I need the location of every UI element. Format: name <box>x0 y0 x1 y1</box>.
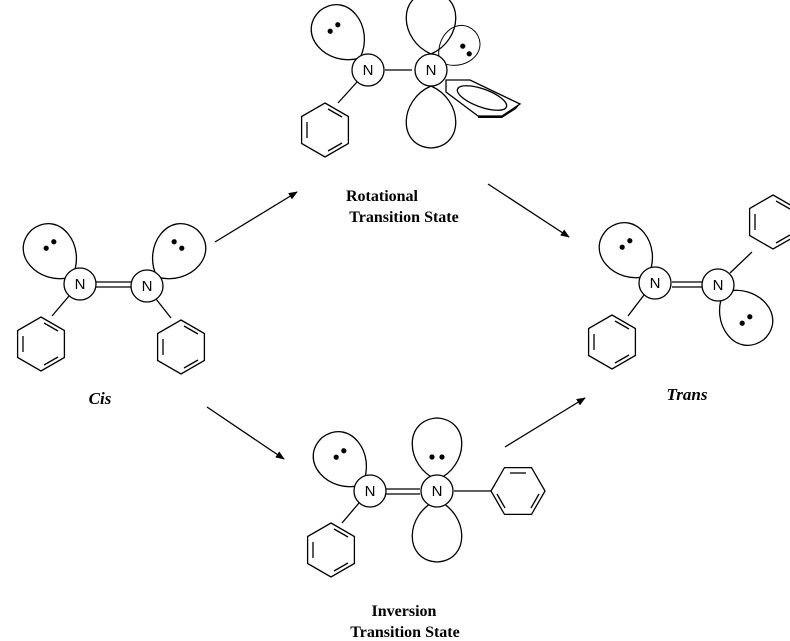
inversion-ts-label-line2: Transition State <box>350 624 459 641</box>
lone-pair-dots <box>429 454 445 460</box>
nitrogen-atom-circle <box>353 474 387 508</box>
nitrogen-atom-label: N <box>75 276 86 293</box>
p-orbital-lower <box>411 499 463 563</box>
n-phenyl-bond <box>51 295 70 317</box>
nitrogen-atom-label: N <box>363 62 374 79</box>
lone-pair-dots <box>170 238 186 252</box>
n-phenyl-bond <box>627 294 645 317</box>
lone-pair-dots <box>326 21 342 35</box>
nitrogen-atom-circle <box>63 267 97 301</box>
lone-pair-dots <box>738 313 754 327</box>
nitrogen-atom-label: N <box>432 483 443 500</box>
inversion-transition-structure: N N <box>302 417 546 578</box>
cis-label: Cis <box>89 389 112 408</box>
nitrogen-atom-label: N <box>426 62 437 79</box>
nitrogen-atom-circle <box>130 269 164 303</box>
lone-pair-dots <box>459 42 473 58</box>
phenyl-ring-perspective <box>445 79 522 118</box>
nitrogen-atom-label: N <box>650 275 661 292</box>
lone-pair-dots <box>618 237 634 251</box>
rotational-ts-label-line1: Rotational <box>346 188 419 205</box>
rotational-ts-label-line2: Transition State <box>349 209 458 226</box>
rotational-transition-structure: N N <box>300 0 522 158</box>
arrow-inversion-to-trans <box>504 397 586 448</box>
nitrogen-atom-circle <box>701 268 735 302</box>
p-orbital-upper <box>411 417 463 481</box>
trans-label: Trans <box>667 385 708 404</box>
p-orbital-upper <box>405 0 457 55</box>
phenyl-ring <box>306 522 356 578</box>
cis-structure: N N <box>12 212 217 375</box>
nitrogen-atom-circle <box>420 474 454 508</box>
n-phenyl-bond <box>337 81 358 104</box>
phenyl-ring <box>156 319 206 375</box>
nitrogen-atom-label: N <box>365 483 376 500</box>
nitrogen-atom-circle <box>638 266 672 300</box>
trans-structure: N N <box>587 194 790 370</box>
phenyl-ring <box>490 466 546 516</box>
n-phenyl-bond <box>729 251 753 274</box>
nitrogen-atom-circle <box>414 53 448 87</box>
arrow-cis-to-inversion <box>206 406 285 460</box>
arrow-cis-to-rotational <box>214 191 298 243</box>
nitrogen-atom-circle <box>351 53 385 87</box>
lone-pair-dots <box>42 238 58 252</box>
n-phenyl-bond <box>155 298 172 319</box>
nitrogen-atom-label: N <box>713 277 724 294</box>
lone-pair-dots <box>332 447 348 461</box>
phenyl-ring <box>16 316 66 372</box>
arrow-rotational-to-trans <box>487 183 570 238</box>
nitrogen-atom-label: N <box>142 278 153 295</box>
inversion-ts-label-line1: Inversion <box>372 603 437 620</box>
n-phenyl-bond <box>341 502 360 524</box>
phenyl-ring <box>300 102 350 158</box>
p-orbital-lower <box>405 85 457 149</box>
phenyl-ring <box>587 314 637 370</box>
phenyl-ring <box>748 194 790 250</box>
